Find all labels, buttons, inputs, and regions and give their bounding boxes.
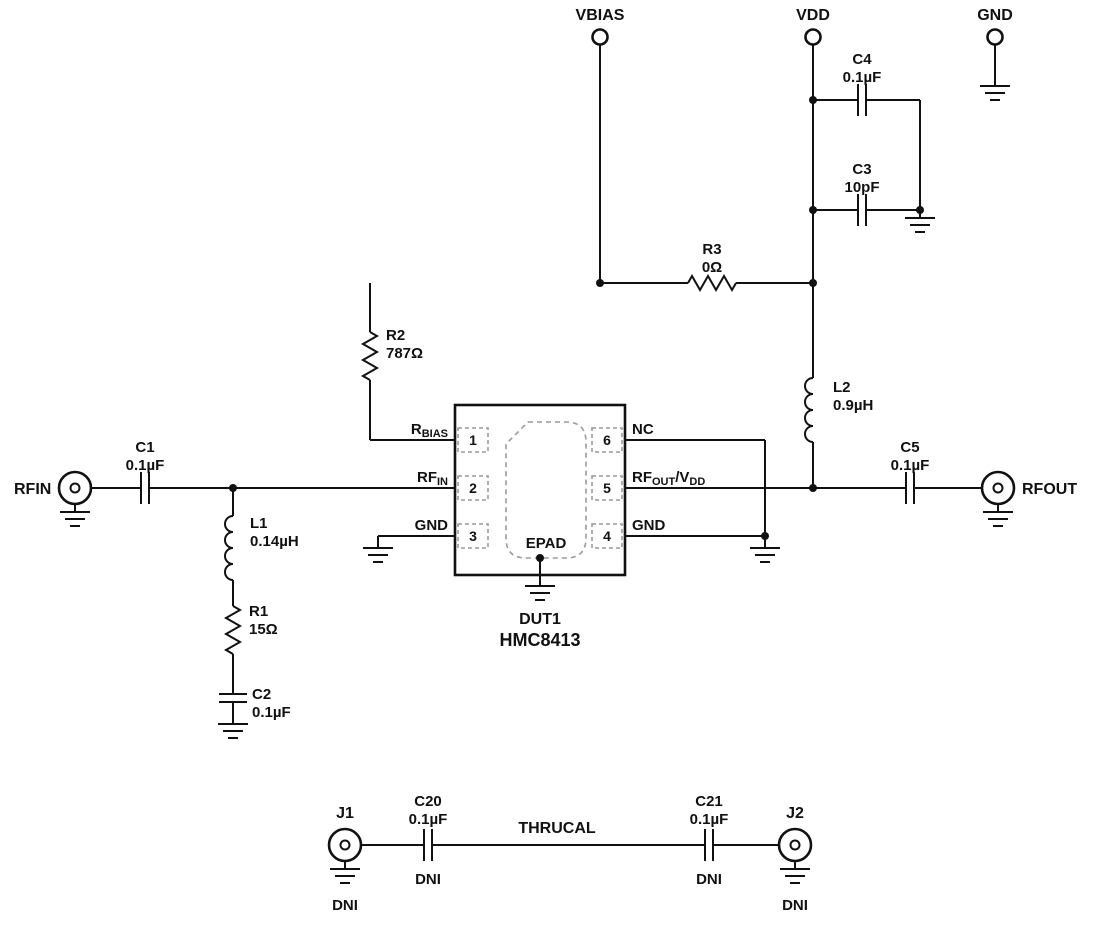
capacitor-C3: C3 10pF <box>809 161 936 233</box>
rf-input-chain: RFIN C1 0.1µF <box>14 439 455 527</box>
ground-symbol <box>59 511 91 527</box>
ground-symbol <box>904 217 936 233</box>
vbias-label: VBIAS <box>576 7 625 24</box>
rfout-connector <box>980 470 1016 506</box>
c21-ref-label: C21 <box>695 793 723 810</box>
c20-dni-label: DNI <box>415 871 441 888</box>
r1-ref-label: R1 <box>249 603 268 620</box>
c1-value-label: 0.1µF <box>126 457 165 474</box>
resistor-R3: R3 0Ω <box>596 241 817 293</box>
c4-value-label: 0.1µF <box>843 69 882 86</box>
pin-label-nc: NC <box>632 421 654 438</box>
nc-pin4-ground-net <box>625 439 781 563</box>
pin-label-rfin: RFIN <box>417 469 448 488</box>
vbias-terminal-circle <box>591 28 609 46</box>
r3-ref-label: R3 <box>702 241 721 258</box>
epad-label: EPAD <box>526 535 567 552</box>
ground-symbol <box>749 547 781 563</box>
j2-connector <box>777 827 813 863</box>
l1-value-label: 0.14µH <box>250 533 299 550</box>
dut-hmc8413: 1 2 3 6 5 4 RBIAS RFIN GND NC RFOUT/VDD … <box>411 403 705 650</box>
c3-value-label: 10pF <box>844 179 879 196</box>
c2-value-label: 0.1µF <box>252 704 291 721</box>
r1-value-label: 15Ω <box>249 621 278 638</box>
rfin-port-label: RFIN <box>14 481 51 498</box>
vbias-terminal: VBIAS <box>576 7 625 283</box>
pin-number-6: 6 <box>603 432 611 448</box>
rfout-port-label: RFOUT <box>1022 481 1077 498</box>
c20-ref-label: C20 <box>414 793 442 810</box>
dut-part-label: HMC8413 <box>499 630 580 650</box>
resistor-R2: R2 787Ω <box>360 283 455 441</box>
inductor-L2: L2 0.9µH <box>804 377 873 488</box>
j2-label: J2 <box>786 805 804 822</box>
c4-ref-label: C4 <box>852 51 872 68</box>
rf-output-chain: C5 0.1µF RFOUT <box>625 439 1077 527</box>
gnd-terminal-circle <box>986 28 1004 46</box>
vdd-terminal: VDD <box>796 7 830 378</box>
vdd-label: VDD <box>796 7 830 24</box>
l1-ref-label: L1 <box>250 515 268 532</box>
c21-dni-label: DNI <box>696 871 722 888</box>
ground-symbol <box>982 511 1014 527</box>
thrucal-label: THRUCAL <box>518 820 596 837</box>
r2-value-label: 787Ω <box>386 345 423 362</box>
ground-symbol <box>329 868 361 884</box>
r2-ref-label: R2 <box>386 327 405 344</box>
gnd-terminal: GND <box>977 7 1013 101</box>
pin-label-gnd-4: GND <box>632 517 666 534</box>
pin-label-gnd-3: GND <box>415 517 449 534</box>
thrucal-path: J1 DNI C20 0.1µF DNI THRUCAL C21 0.1µF D… <box>327 793 813 914</box>
c21-value-label: 0.1µF <box>690 811 729 828</box>
j1-label: J1 <box>336 805 354 822</box>
ground-symbol <box>217 723 249 739</box>
capacitor-C2: C2 0.1µF <box>217 686 291 739</box>
dut-ref-label: DUT1 <box>519 611 561 628</box>
j1-dni-label: DNI <box>332 897 358 914</box>
c3-ref-label: C3 <box>852 161 871 178</box>
pin-number-2: 2 <box>469 480 477 496</box>
resistor-R1: R1 15Ω <box>223 603 278 694</box>
c2-ref-label: C2 <box>252 686 271 703</box>
j2-dni-label: DNI <box>782 897 808 914</box>
l2-ref-label: L2 <box>833 379 851 396</box>
c5-ref-label: C5 <box>900 439 919 456</box>
rfin-connector <box>57 470 93 506</box>
c5-value-label: 0.1µF <box>891 457 930 474</box>
ground-symbol <box>979 85 1011 101</box>
j1-connector <box>327 827 363 863</box>
pin-number-3: 3 <box>469 528 477 544</box>
l2-value-label: 0.9µH <box>833 397 873 414</box>
pin-number-4: 4 <box>603 528 611 544</box>
ground-symbol <box>779 868 811 884</box>
gnd-label: GND <box>977 7 1013 24</box>
pin-label-rbias: RBIAS <box>411 421 448 440</box>
c20-value-label: 0.1µF <box>409 811 448 828</box>
c1-ref-label: C1 <box>135 439 154 456</box>
ground-symbol <box>362 547 394 563</box>
pin-label-rfout-vdd: RFOUT/VDD <box>632 469 705 488</box>
pin-number-5: 5 <box>603 480 611 496</box>
pin-number-1: 1 <box>469 432 477 448</box>
vdd-terminal-circle <box>804 28 822 46</box>
capacitor-C4: C4 0.1µF <box>809 51 921 210</box>
pin3-ground-net <box>362 535 455 563</box>
inductor-L1: L1 0.14µH <box>224 488 299 606</box>
ground-symbol <box>524 585 556 601</box>
r3-value-label: 0Ω <box>702 259 722 276</box>
